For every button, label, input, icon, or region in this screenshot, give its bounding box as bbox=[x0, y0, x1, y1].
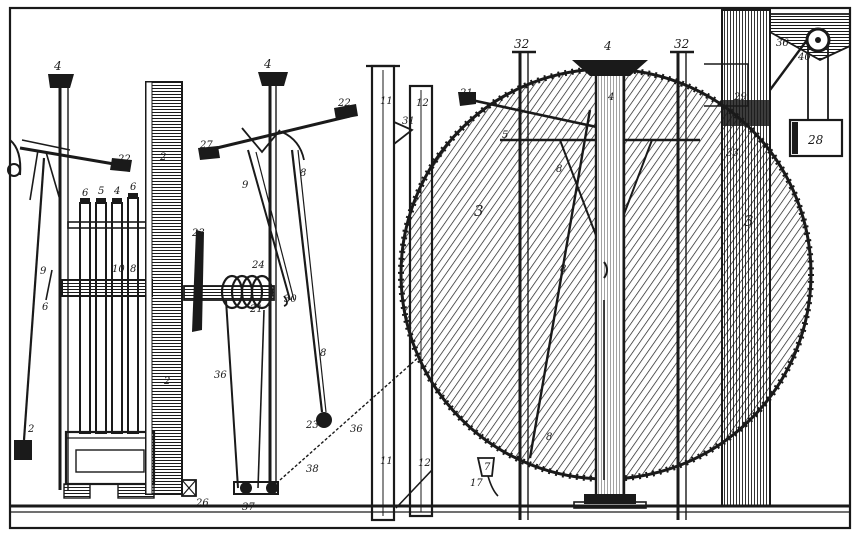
right-timber-post bbox=[704, 9, 811, 507]
middle-lever-left-block bbox=[198, 146, 220, 160]
label-rope-floor: 38 bbox=[306, 464, 319, 475]
column-capital bbox=[572, 60, 648, 76]
label-weight-hook: 29 bbox=[733, 92, 747, 103]
label-mid-weight: 23 bbox=[305, 420, 319, 431]
tall-board bbox=[145, 81, 197, 497]
floor-rope bbox=[279, 355, 421, 481]
label-hanging-weight: 28 bbox=[807, 133, 824, 147]
wheel-diagonal-rod bbox=[528, 109, 592, 459]
label-post-left-top: 4 bbox=[53, 59, 62, 73]
cabinet-pipes bbox=[79, 193, 139, 434]
label-axle-pin: 23 bbox=[191, 228, 205, 239]
middle-post bbox=[258, 72, 288, 490]
hanging-weight-box bbox=[788, 118, 844, 158]
label-post-mid-top: 4 bbox=[263, 57, 272, 71]
label-crossbar-b: 8 bbox=[130, 264, 136, 275]
cabinet-base bbox=[64, 430, 156, 486]
label-wheel-lever: 21 bbox=[459, 88, 473, 99]
middle-lever-assembly bbox=[198, 104, 358, 428]
label-post-right-top: 4 bbox=[603, 39, 612, 53]
pulley-beam bbox=[769, 13, 851, 62]
middle-lever-right-block bbox=[334, 104, 358, 120]
label-left-weight: 2 bbox=[27, 424, 34, 435]
column-base bbox=[584, 494, 636, 504]
label-mid-rod-right-lower: 8 bbox=[320, 348, 326, 359]
slotted-post-left bbox=[366, 64, 414, 522]
label-wheel-face-right: 3 bbox=[744, 212, 754, 230]
left-rope bbox=[22, 157, 46, 441]
label-pipe-1: 6 bbox=[82, 188, 89, 199]
label-rope-long: 36 bbox=[214, 370, 227, 381]
label-left-pivot: 6 bbox=[42, 302, 49, 313]
label-pedal: 37 bbox=[242, 502, 255, 513]
label-wheel-rod: 32 bbox=[514, 37, 529, 51]
label-foot-bracket: 17 bbox=[470, 478, 483, 489]
label-pulley-wheel: 40 bbox=[797, 52, 811, 63]
label-right-post: 32 bbox=[674, 37, 689, 51]
label-mid-rod-right: 8 bbox=[300, 168, 306, 179]
wheel-rim bbox=[398, 66, 814, 482]
left-lever-assembly bbox=[7, 139, 132, 460]
label-pulley-rope: 36 bbox=[776, 38, 789, 49]
label-pipe-4: 6 bbox=[130, 182, 137, 193]
label-slot-post-right-top: 12 bbox=[416, 98, 429, 109]
label-corner-peg: 26 bbox=[195, 498, 209, 509]
label-wheel-spoke-top: 5 bbox=[502, 130, 508, 141]
label-mid-lever-right: 22 bbox=[337, 98, 351, 109]
label-wheel-lever-top: 33 bbox=[726, 148, 739, 159]
label-tall-board-mid: 2 bbox=[163, 376, 170, 387]
label-left-lever-end: 22 bbox=[117, 154, 131, 165]
wheel-rods bbox=[512, 50, 694, 520]
left-lever-end-block bbox=[110, 158, 132, 172]
label-foot: 7 bbox=[484, 462, 491, 473]
label-left-rope: 9 bbox=[40, 266, 47, 277]
picture-border bbox=[8, 6, 852, 530]
axle-brake-bar bbox=[192, 230, 204, 332]
middle-weight bbox=[316, 412, 332, 428]
label-mid-rod-left: 9 bbox=[242, 180, 249, 191]
middle-post-cap bbox=[258, 72, 288, 86]
label-rope-right: 36 bbox=[350, 424, 363, 435]
label-tall-board-top: 2 bbox=[159, 152, 166, 163]
pipe-cabinet bbox=[61, 193, 156, 499]
label-wheel-center: 4 bbox=[607, 92, 614, 103]
foot-bracket bbox=[476, 457, 499, 497]
label-coil-under: 21 bbox=[249, 304, 263, 315]
wheel-top-lever bbox=[461, 96, 621, 134]
rope-coil bbox=[220, 274, 274, 310]
label-wheel-face-left: 3 bbox=[474, 202, 484, 220]
axle-and-coil bbox=[183, 230, 275, 332]
label-slot-post-top: 11 bbox=[380, 96, 393, 107]
label-crossbar-a: 10 bbox=[112, 264, 125, 275]
label-slot-post-right-bottom: 12 bbox=[418, 458, 431, 469]
label-pipe-3: 4 bbox=[113, 186, 120, 197]
label-slot-post-bottom: 11 bbox=[380, 456, 393, 467]
label-wheel-inner: 8 bbox=[560, 264, 566, 275]
left-post-cap bbox=[48, 74, 74, 88]
hanging-weight-assembly bbox=[788, 46, 844, 158]
label-slot-post-side: 31 bbox=[402, 116, 415, 127]
label-wheel-spoke-left: 8 bbox=[556, 164, 562, 175]
pedal-assembly bbox=[225, 299, 421, 495]
label-rope-coil: 24 bbox=[251, 260, 265, 271]
left-hanging-weight bbox=[14, 440, 32, 460]
label-wheel-bottom-left: 8 bbox=[546, 432, 552, 443]
central-column bbox=[572, 60, 648, 509]
corner-peg-box bbox=[181, 479, 197, 497]
label-mid-lever-left: 27 bbox=[199, 140, 213, 151]
diagram-labels: 4 4 4 9 2 6 22 6 5 4 6 10 8 2 2 26 23 24… bbox=[27, 37, 824, 513]
label-hook: 30 bbox=[284, 294, 297, 305]
label-pipe-2: 5 bbox=[98, 186, 104, 197]
